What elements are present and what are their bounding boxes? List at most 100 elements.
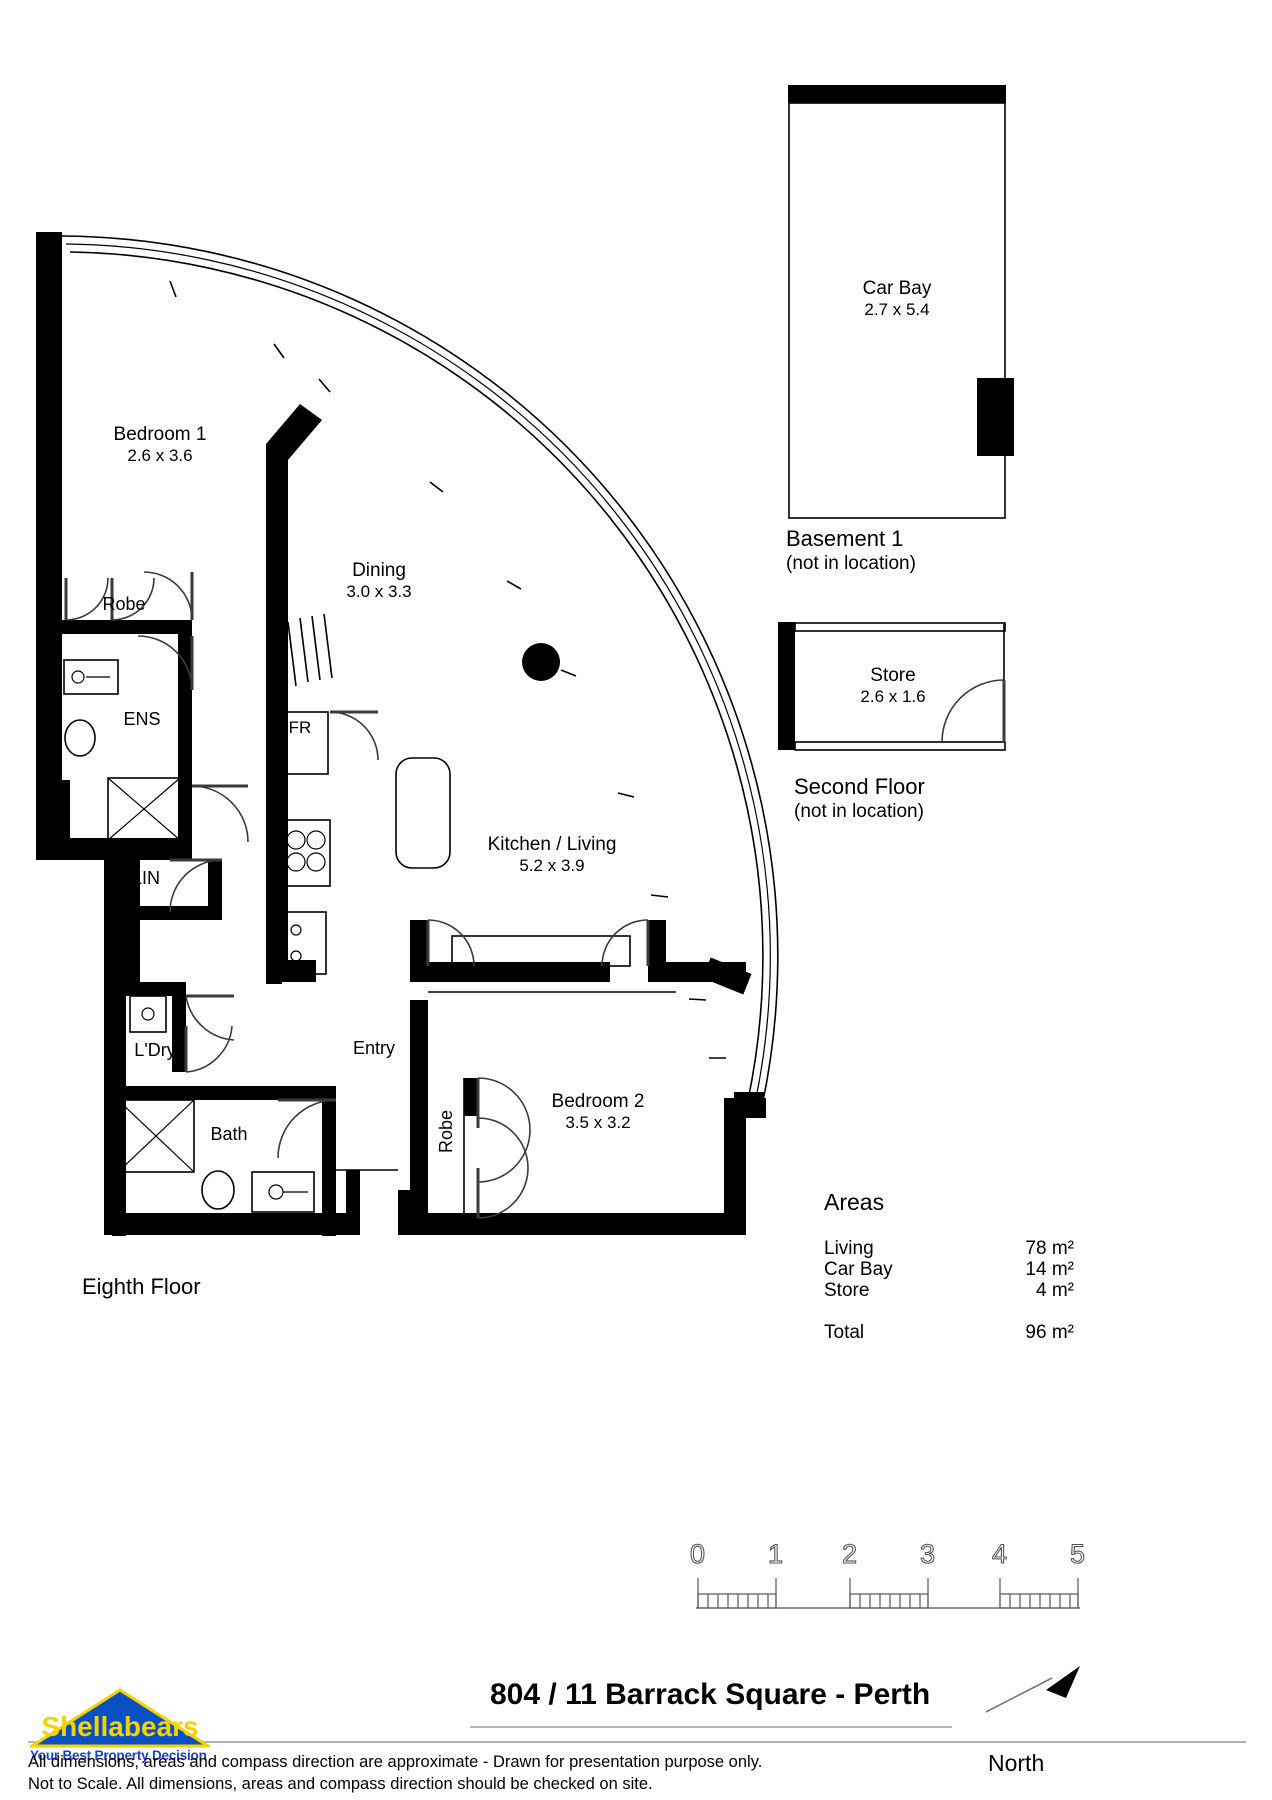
burner [306, 830, 326, 850]
areas-row-car-bay: Car Bay 14 m² [824, 1259, 1074, 1281]
structural-column [522, 643, 560, 681]
eighth-floor-plan [36, 232, 779, 1236]
wall-ldry-bottom [126, 982, 184, 996]
areas-value-total: 96 m² [1025, 1322, 1074, 1343]
wall-entry-right [346, 1170, 360, 1235]
scale-bar [696, 1578, 1080, 1609]
room-label-dining: Dining 3.0 x 3.3 [346, 560, 412, 602]
wall-bottom-left [104, 1213, 346, 1235]
burner [286, 852, 306, 872]
wall-bed2-right-jamb [648, 920, 666, 982]
brand-logo: Shellabears Your Best Property Decision [30, 1688, 210, 1763]
toilet-ens [64, 719, 96, 757]
wall-entry-left [398, 1190, 412, 1235]
wall-ens-bottom [58, 838, 192, 860]
room-label-car-bay: Car Bay 2.7 x 5.4 [862, 278, 932, 320]
wall-ens-shower [58, 780, 70, 840]
shower-ens [107, 777, 181, 841]
areas-label-total: Total [824, 1322, 865, 1343]
label-fridge: FR [288, 718, 312, 737]
mullion [617, 792, 635, 798]
areas-label-living: Living [824, 1238, 874, 1259]
store-wall-bottom [794, 741, 1006, 751]
wall-lin-bottom [126, 906, 222, 920]
sink-bench [281, 911, 327, 975]
second-floor-title: Second Floor [794, 774, 925, 799]
store-door-arc [941, 679, 1005, 743]
laundry-trough [129, 995, 167, 1033]
basement-title: Basement 1 [786, 526, 904, 551]
cooktop-bench [281, 819, 331, 887]
door-bed2-arcB [601, 919, 649, 967]
areas-value-store: 4 m² [1036, 1280, 1074, 1301]
mullion [688, 998, 707, 1001]
shower-bath-x2 [117, 1099, 195, 1173]
wall-bed2-robe-left [410, 1000, 428, 1213]
wall-arc-end [734, 1092, 764, 1110]
door-ldry-arc2 [185, 1025, 233, 1073]
mullion [506, 580, 522, 590]
scale-tick-2: 2 [841, 1538, 858, 1569]
door-fr-arc [329, 711, 379, 761]
island-bench [395, 757, 451, 869]
brand-name-text: Shellabears [41, 1711, 198, 1742]
mullion [560, 669, 577, 677]
room-label-store: Store 2.6 x 1.6 [860, 665, 926, 707]
room-label-bedroom-1: Bedroom 1 2.6 x 3.6 [113, 424, 207, 466]
burner [306, 852, 326, 872]
fridge-FR [281, 711, 329, 775]
scale-tick-0: 0 [689, 1538, 706, 1569]
brand-triangle-icon: Shellabears [30, 1688, 210, 1748]
areas-heading: Areas [824, 1189, 885, 1215]
wall-bath-left [112, 1186, 126, 1236]
disclaimer-line-2: Not to Scale. All dimensions, areas and … [28, 1775, 653, 1794]
areas-row-living: Living 78 m² [824, 1238, 1074, 1260]
page-title: 804 / 11 Barrack Square - Perth [490, 1678, 931, 1711]
label-laundry: L'Dry [134, 1040, 176, 1060]
vanity-bath [251, 1171, 315, 1213]
eighth-floor-title: Eighth Floor [82, 1274, 201, 1299]
wall-bed2-top-right [648, 962, 746, 982]
mullion [169, 280, 177, 298]
door-ldry-arc [185, 995, 235, 1041]
sink-bowl2 [290, 950, 302, 962]
label-linen: LIN [131, 868, 161, 888]
wall-robe-bed2-divider [464, 1078, 478, 1116]
wall-ens-right [178, 690, 192, 840]
wall-bed2-left [410, 920, 428, 982]
label-ens: ENS [123, 709, 161, 729]
car-bay-wall-top [788, 85, 1006, 103]
curved-wall-inner [69, 251, 764, 1101]
scale-tick-5: 5 [1069, 1538, 1086, 1569]
scale-tick-1: 1 [767, 1538, 784, 1569]
wall-ldry-left [126, 920, 140, 996]
label-bath: Bath [210, 1124, 248, 1144]
areas-label-car-bay: Car Bay [824, 1259, 893, 1280]
wall-bed2-top [410, 962, 610, 982]
wall-right-bed2 [724, 1098, 746, 1235]
vanity-ens [63, 659, 119, 695]
wall-robe-bed1 [36, 620, 192, 634]
shower-bath [117, 1099, 195, 1173]
wall-bath-top [112, 1086, 336, 1100]
door-hall-arc [191, 785, 249, 843]
disclaimer-text: All dimensions, areas and compass direct… [28, 1751, 762, 1796]
shower-ens-x2 [107, 777, 181, 841]
basement-subtitle: (not in location) [786, 553, 916, 574]
wall-left-lower [104, 855, 126, 1235]
sink-bowl [290, 924, 302, 936]
areas-row-store: Store 4 m² [824, 1280, 1074, 1302]
mullion [318, 378, 331, 393]
car-bay-pillar [977, 378, 1014, 456]
basin-bath [268, 1184, 284, 1200]
wall-lin-right [208, 860, 222, 920]
kitchen-wall [266, 700, 282, 984]
door-bed2-arcA [427, 919, 475, 967]
car-bay-outline [788, 102, 1006, 519]
second-floor-subtitle: (not in location) [794, 801, 924, 822]
wall-ens-left [36, 634, 58, 860]
toilet-bath [201, 1170, 235, 1210]
wall-bottom-right [398, 1213, 746, 1235]
shelving-hatch [287, 613, 333, 687]
